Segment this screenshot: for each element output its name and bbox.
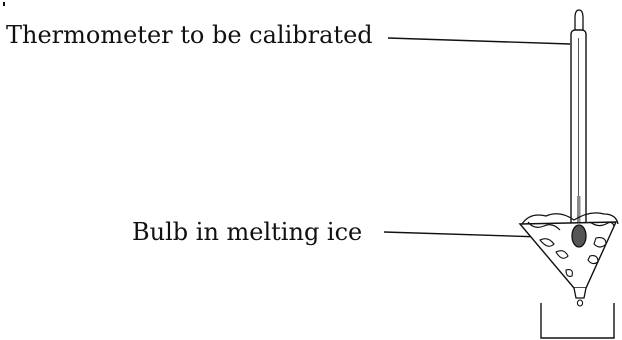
- thermometer-tip: [574, 9, 584, 33]
- beaker: [540, 303, 615, 339]
- ice-chunk: [589, 221, 615, 227]
- funnel-stem: [573, 287, 587, 299]
- ice-chunk: [565, 269, 573, 277]
- water-drip: [576, 299, 584, 307]
- thermometer-label: Thermometer to be calibrated: [6, 21, 373, 49]
- thermometer: [570, 9, 587, 234]
- ice-funnel: [518, 212, 619, 307]
- ice-chunk: [539, 238, 555, 247]
- ice-chunk: [555, 250, 569, 259]
- thermometer-leader-line: [387, 37, 571, 45]
- bulb-label: Bulb in melting ice: [132, 218, 362, 246]
- ice-chunk: [521, 212, 619, 225]
- ice-chunk: [593, 237, 607, 248]
- ice-chunk: [587, 255, 599, 265]
- thermometer-bulb: [571, 224, 587, 248]
- liquid-column: [577, 196, 581, 234]
- ice-chunk: [527, 221, 561, 231]
